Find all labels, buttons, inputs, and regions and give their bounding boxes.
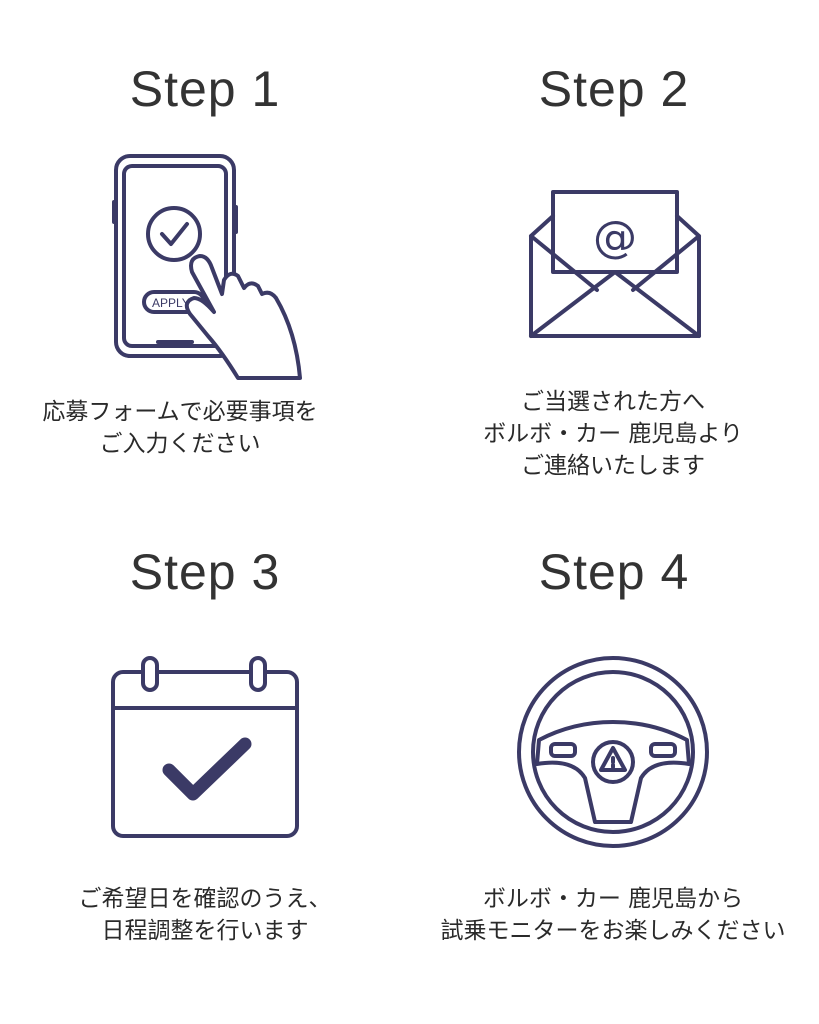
calendar-check-icon: [111, 656, 299, 838]
step-3-title: Step 3: [129, 544, 281, 600]
svg-text:@: @: [593, 212, 637, 263]
step-2-caption: ご当選された方へ ボルボ・カー 鹿児島より ご連絡いたします: [403, 386, 819, 482]
step-1-caption: 応募フォームで必要事項を ご入力ください: [0, 396, 390, 460]
caption-line: ご当選された方へ: [521, 389, 705, 415]
caption-line: ボルボ・カー 鹿児島から: [482, 886, 744, 912]
step-4-title: Step 4: [538, 544, 690, 600]
email-envelope-icon: @: [529, 190, 701, 338]
caption-line: 応募フォームで必要事項を: [42, 399, 318, 425]
caption-line: 試乗モニターをお楽しみください: [440, 918, 786, 944]
step-4-caption: ボルボ・カー 鹿児島から 試乗モニターをお楽しみください: [403, 883, 819, 947]
step-3-caption: ご希望日を確認のうえ、 日程調整を行います: [0, 883, 415, 947]
caption-line: ご入力ください: [99, 431, 261, 457]
caption-line: ご連絡いたします: [521, 453, 705, 479]
caption-line: 日程調整を行います: [101, 918, 309, 944]
step-1-title: Step 1: [129, 61, 281, 117]
smartphone-apply-icon: APPLY: [112, 154, 302, 380]
caption-line: ボルボ・カー 鹿児島より: [483, 421, 743, 447]
steering-wheel-icon: [517, 656, 709, 848]
caption-line: ご希望日を確認のうえ、: [78, 886, 332, 912]
step-2-title: Step 2: [538, 61, 690, 117]
svg-text:APPLY: APPLY: [152, 296, 190, 310]
